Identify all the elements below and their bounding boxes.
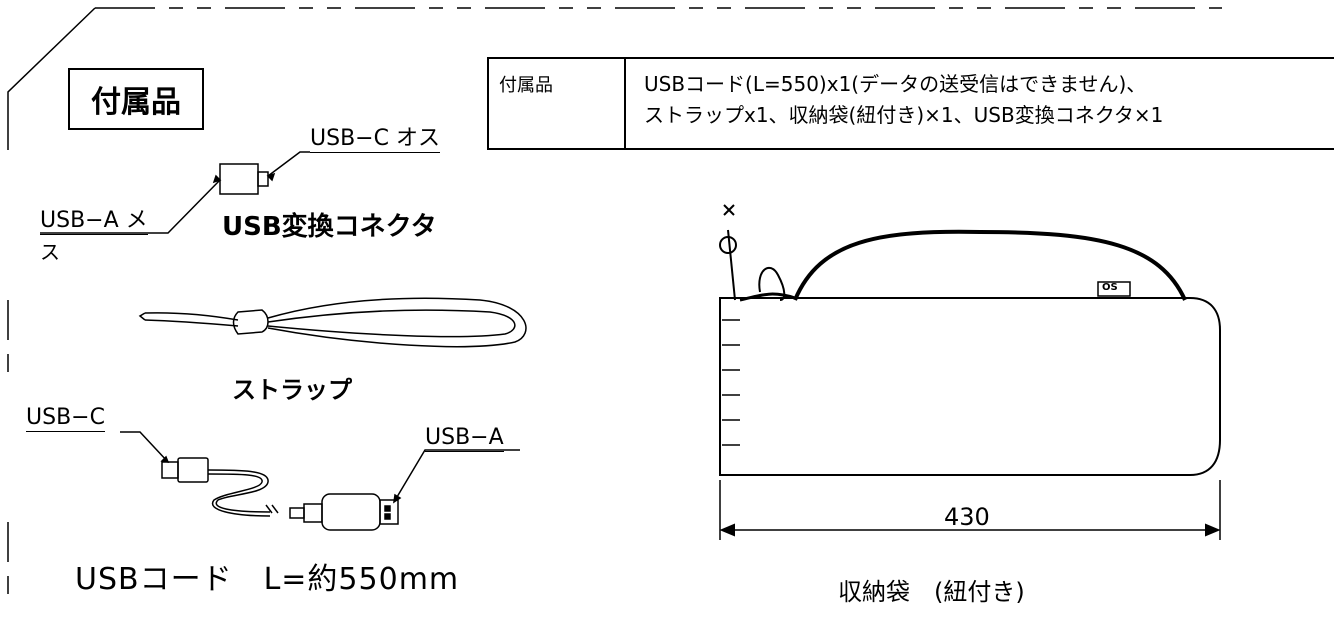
cable-caption: USBコード L=約550mm — [75, 562, 460, 597]
usb-connector-drawing — [40, 151, 310, 234]
spec-label: 付属品 — [489, 59, 626, 148]
frame-border — [6, 7, 1222, 600]
spec-table: 付属品 USBコード(L=550)x1(データの送受信はできません)、 ストラッ… — [487, 57, 1334, 150]
pouch-caption: 収納袋 (紐付き) — [838, 578, 1025, 606]
connector-label-usb-a-female-cont: ス — [40, 240, 60, 264]
pouch-dimension-label: 430 — [944, 503, 990, 531]
title-box: 付属品 — [68, 68, 204, 130]
pouch-logo: OS — [1102, 282, 1118, 293]
spec-line-1: USBコード(L=550)x1(データの送受信はできません)、 — [644, 72, 1147, 96]
page-title: 付属品 — [91, 85, 181, 120]
spec-value: USBコード(L=550)x1(データの送受信はできません)、 ストラップx1、… — [626, 59, 1334, 148]
strap-name: ストラップ — [232, 376, 352, 404]
connector-label-usb-a-female: USB−A メ — [40, 208, 148, 235]
cable-label-usb-a: USB−A — [425, 425, 504, 452]
strap-drawing — [138, 297, 527, 348]
connector-name: USB変換コネクタ — [222, 212, 437, 242]
connector-label-usb-c-male: USB−C オス — [310, 126, 440, 153]
usb-cable-drawing — [120, 431, 520, 531]
cable-label-usb-c: USB−C — [26, 405, 105, 432]
pouch-drawing — [719, 204, 1221, 540]
spec-line-2: ストラップx1、収納袋(紐付き)×1、USB変換コネクタ×1 — [644, 103, 1164, 127]
